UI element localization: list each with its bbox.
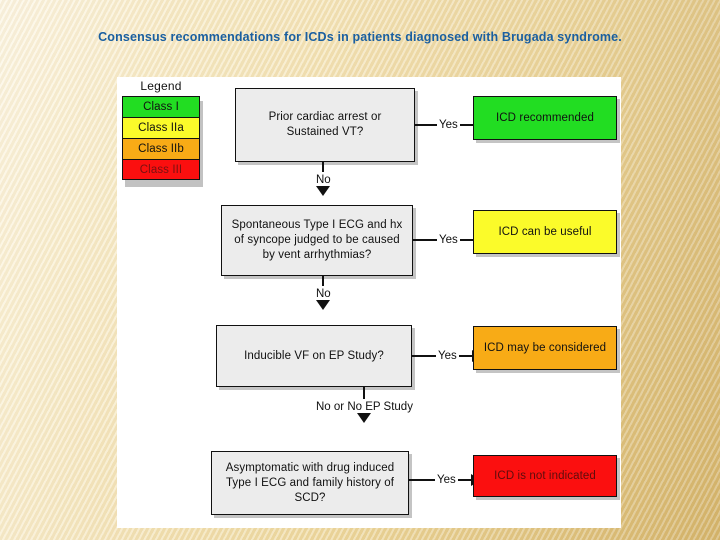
decision-box-3: Inducible VF on EP Study? bbox=[216, 325, 412, 387]
connector-line bbox=[412, 355, 436, 357]
yes-label-4: Yes bbox=[437, 473, 456, 486]
decision-box-2: Spontaneous Type I ECG and hx of syncope… bbox=[221, 205, 413, 276]
yes-label-3: Yes bbox=[438, 349, 457, 362]
arrow-head-icon bbox=[316, 300, 331, 310]
connector-line bbox=[459, 239, 474, 241]
yes-connector-3: Yes bbox=[412, 348, 482, 364]
connector-line bbox=[459, 124, 474, 126]
arrow-head-icon bbox=[357, 413, 372, 423]
no-label-1: No bbox=[316, 174, 331, 186]
connector-line bbox=[322, 276, 325, 286]
no-connector-2: No bbox=[316, 276, 331, 310]
no-connector-1: No bbox=[316, 162, 331, 196]
yes-label-1: Yes bbox=[439, 118, 458, 131]
no-connector-3: No or No EP Study bbox=[316, 387, 413, 423]
arrow-head-icon bbox=[316, 186, 331, 196]
slide-title: Consensus recommendations for ICDs in pa… bbox=[98, 30, 622, 44]
legend-item-class-iia: Class IIa bbox=[122, 117, 200, 138]
legend: Legend Class I Class IIa Class IIb Class… bbox=[122, 79, 203, 187]
outcome-box-1: ICD recommended bbox=[473, 96, 617, 140]
yes-label-2: Yes bbox=[439, 233, 458, 246]
decision-box-4: Asymptomatic with drug induced Type I EC… bbox=[211, 451, 409, 515]
no-label-3: No or No EP Study bbox=[316, 401, 413, 413]
legend-heading: Legend bbox=[140, 79, 182, 93]
connector-line bbox=[457, 479, 472, 481]
decision-box-1: Prior cardiac arrest or Sustained VT? bbox=[235, 88, 415, 162]
outcome-box-3: ICD may be considered bbox=[473, 326, 617, 370]
connector-line bbox=[322, 162, 325, 172]
legend-item-class-iib: Class IIb bbox=[122, 138, 200, 159]
connector-line bbox=[409, 479, 435, 481]
connector-line bbox=[363, 387, 366, 399]
outcome-box-2: ICD can be useful bbox=[473, 210, 617, 254]
yes-connector-4: Yes bbox=[409, 472, 481, 488]
no-label-2: No bbox=[316, 288, 331, 300]
outcome-box-4: ICD is not indicated bbox=[473, 455, 617, 497]
legend-item-class-i: Class I bbox=[122, 96, 200, 117]
connector-line bbox=[413, 239, 437, 241]
connector-line bbox=[415, 124, 437, 126]
legend-item-class-iii: Class III bbox=[122, 159, 200, 180]
connector-line bbox=[458, 355, 473, 357]
diagram-panel: Legend Class I Class IIa Class IIb Class… bbox=[117, 77, 621, 528]
